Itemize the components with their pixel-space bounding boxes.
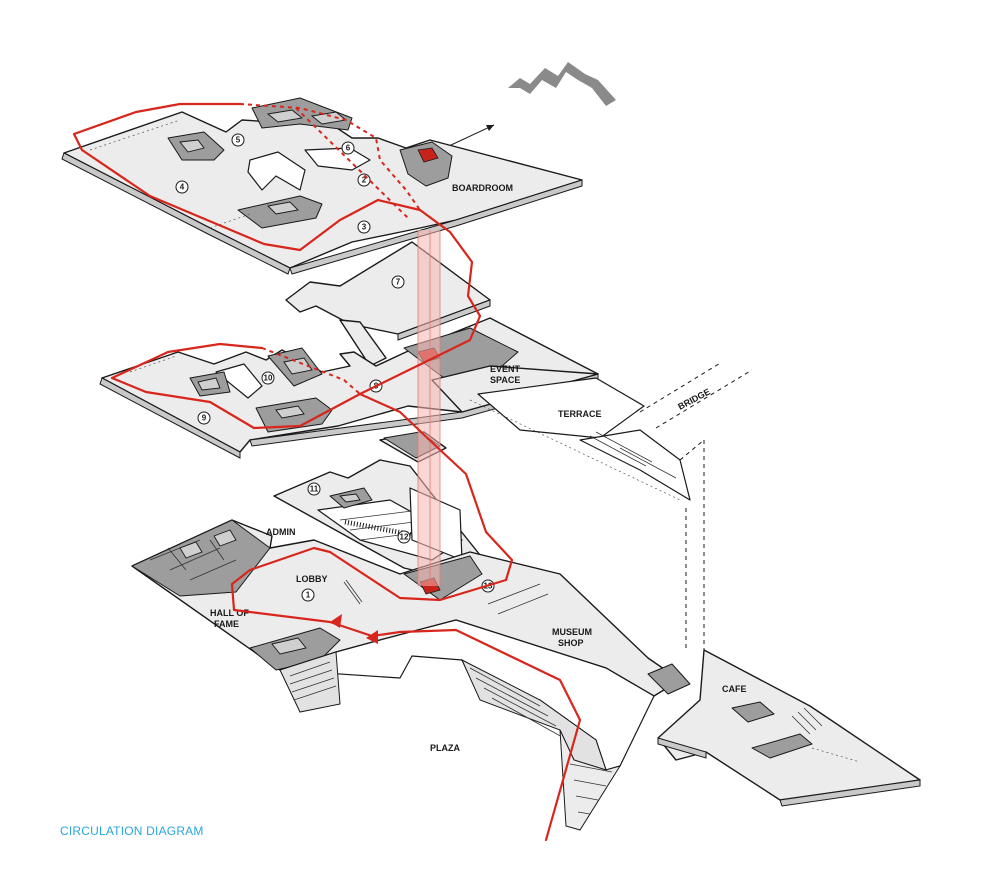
plaza: PLAZA <box>279 619 655 831</box>
top-floor: BOARDROOM 5 6 4 2 3 <box>61 97 583 275</box>
room-number-1: 1 <box>306 591 311 600</box>
room-number-10: 10 <box>264 374 273 383</box>
cafe: CAFE <box>657 649 921 807</box>
label-cafe: CAFE <box>722 684 747 694</box>
label-hall-of-fame-line2: FAME <box>214 619 239 629</box>
room-number-3: 3 <box>362 223 367 232</box>
diagram-caption: CIRCULATION DIAGRAM <box>60 824 204 838</box>
room-number-6: 6 <box>346 144 351 153</box>
room-number-9: 9 <box>202 414 207 423</box>
mountain-silhouette-icon <box>508 62 616 106</box>
label-terrace: TERRACE <box>558 409 602 419</box>
room-number-12: 12 <box>400 533 409 542</box>
room-number-5: 5 <box>236 136 241 145</box>
label-bridge: BRIDGE <box>676 386 712 411</box>
label-event-space-line1: EVENT <box>490 364 521 374</box>
room-number-4: 4 <box>180 183 185 192</box>
label-lobby: LOBBY <box>296 574 328 584</box>
vertical-core <box>417 230 441 586</box>
room-number-7: 7 <box>396 278 401 287</box>
label-admin: ADMIN <box>266 527 296 537</box>
label-boardroom: BOARDROOM <box>452 183 513 193</box>
room-number-2: 2 <box>362 176 367 185</box>
label-museum-shop-line1: MUSEUM <box>552 627 592 637</box>
label-museum-shop-line2: SHOP <box>558 638 584 648</box>
label-plaza: PLAZA <box>430 743 460 753</box>
middle-floor: EVENT SPACE 10 8 9 <box>99 317 599 459</box>
circulation-route <box>72 102 582 842</box>
label-event-space-line2: SPACE <box>490 375 520 385</box>
room-number-11: 11 <box>310 485 319 494</box>
label-hall-of-fame-line1: HALL OF <box>210 608 249 618</box>
